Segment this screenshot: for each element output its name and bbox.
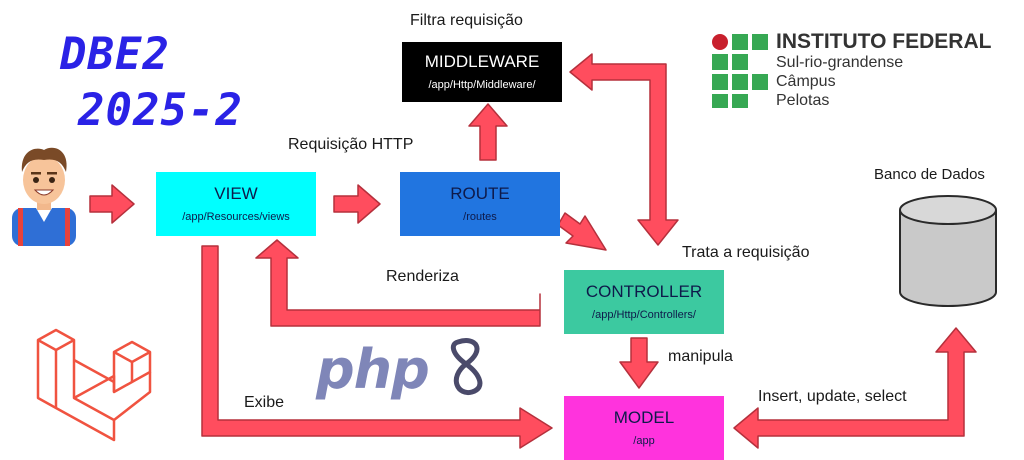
arrow-user-to-view (89, 184, 135, 224)
label-exibe: Exibe (244, 394, 285, 411)
arrow-controller-to-model (619, 337, 659, 389)
middleware-title: MIDDLEWARE (424, 52, 540, 71)
model-path: /app (633, 435, 655, 447)
controller-node: CONTROLLER /app/Http/Controllers/ (564, 270, 724, 334)
arrow-middleware-to-controller (569, 53, 679, 246)
php-logo-text: php (316, 338, 430, 401)
arrow-model-database (733, 327, 977, 449)
label-insert-update-select: Insert, update, select (758, 388, 907, 405)
label-renderiza: Renderiza (386, 268, 459, 285)
label-manipula: manipula (668, 348, 733, 365)
if-campus-line3: Pelotas (776, 92, 830, 109)
php-eight-mark (450, 338, 483, 396)
arrow-controller-to-view (255, 239, 541, 327)
label-filtra-requisicao: Filtra requisição (410, 12, 523, 29)
model-node: MODEL /app (564, 396, 724, 460)
route-path: /routes (463, 211, 497, 223)
route-title: ROUTE (450, 184, 510, 203)
course-semester: 2025-2 (78, 85, 243, 136)
php-logo: php (316, 334, 483, 404)
arrow-view-to-model (201, 245, 553, 449)
controller-title: CONTROLLER (585, 282, 703, 301)
arrow-route-to-controller (557, 212, 607, 251)
if-campus-line1: Sul-rio-grandense (776, 54, 904, 71)
model-title: MODEL (613, 408, 675, 427)
if-name: INSTITUTO FEDERAL (776, 30, 992, 53)
route-node: ROUTE /routes (400, 172, 560, 236)
label-requisicao-http: Requisição HTTP (288, 136, 414, 153)
if-grid-mark (712, 34, 768, 108)
view-title: VIEW (214, 184, 258, 203)
view-node: VIEW /app/Resources/views (156, 172, 316, 236)
arrow-route-to-middleware (468, 103, 508, 161)
course-title: DBE2 (60, 29, 170, 80)
instituto-federal-logo: INSTITUTO FEDERAL Sul-rio-grandense Câmp… (712, 30, 1012, 112)
database-label: Banco de Dados (874, 166, 985, 183)
label-trata-requisicao: Trata a requisição (682, 244, 810, 261)
view-path: /app/Resources/views (182, 211, 290, 223)
middleware-path: /app/Http/Middleware/ (428, 79, 536, 91)
arrow-view-to-route (333, 184, 381, 224)
middleware-node: MIDDLEWARE /app/Http/Middleware/ (402, 42, 562, 102)
controller-path: /app/Http/Controllers/ (592, 309, 696, 321)
if-campus-line2: Câmpus (776, 73, 836, 90)
